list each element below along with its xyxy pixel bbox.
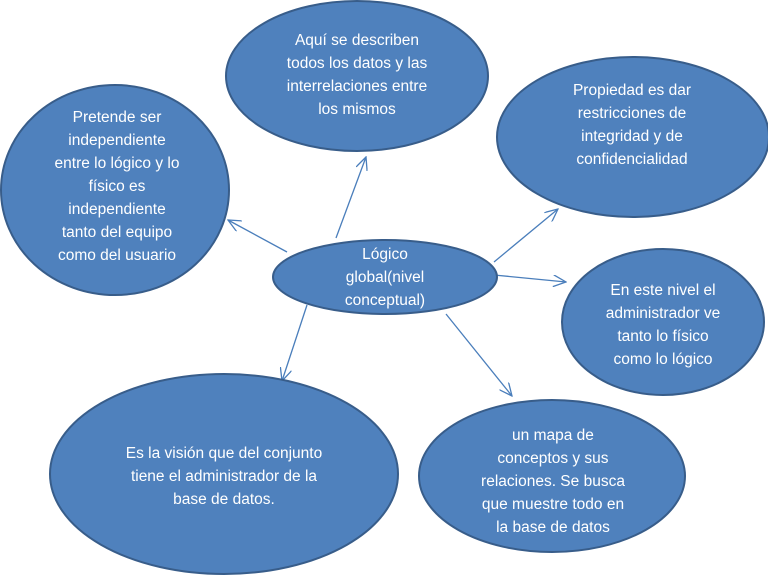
left-node-label: Pretende ser independiente entre lo lógi… (22, 104, 212, 268)
arrow-to-bottom-right (445, 313, 512, 396)
right-node-shape (561, 248, 765, 396)
top-node-text: Aquí se describen todos los datos y las … (286, 32, 428, 118)
bottom-left-node-text: Es la visión que del conjunto tiene el a… (125, 444, 323, 508)
bottom-right-node-text: un mapa de conceptos y sus relaciones. S… (481, 426, 625, 536)
arrow-to-bottom-left (282, 304, 308, 381)
arrow-to-left (228, 220, 288, 253)
top-node-shape (225, 0, 489, 152)
right-node-label: En este nivel el administrador ve tanto … (583, 278, 743, 372)
arrow-to-top-right (493, 209, 558, 263)
bottom-right-node-shape (418, 399, 686, 553)
right-node-text: En este nivel el administrador ve tanto … (605, 282, 721, 368)
bottom-left-node-shape (49, 373, 399, 575)
center-node-label: Lógico global(nivel conceptual) (300, 242, 470, 312)
top-right-node-label: Propiedad es dar restricciones de integr… (532, 78, 732, 172)
top-node-label: Aquí se describen todos los datos y las … (252, 28, 462, 122)
left-node-text: Pretende ser independiente entre lo lógi… (54, 108, 180, 264)
center-node-shape (272, 239, 498, 315)
arrow-to-right (493, 274, 566, 282)
bottom-right-node-label: un mapa de conceptos y sus relaciones. S… (458, 422, 648, 540)
connector-arrows (228, 157, 566, 396)
center-node-text: Lógico global(nivel conceptual) (344, 245, 426, 309)
bottom-left-node-label: Es la visión que del conjunto tiene el a… (92, 440, 356, 512)
arrow-to-top (335, 157, 366, 239)
top-right-node-text: Propiedad es dar restricciones de integr… (572, 82, 692, 168)
top-right-node-shape (496, 56, 768, 218)
left-node-shape (0, 84, 230, 296)
